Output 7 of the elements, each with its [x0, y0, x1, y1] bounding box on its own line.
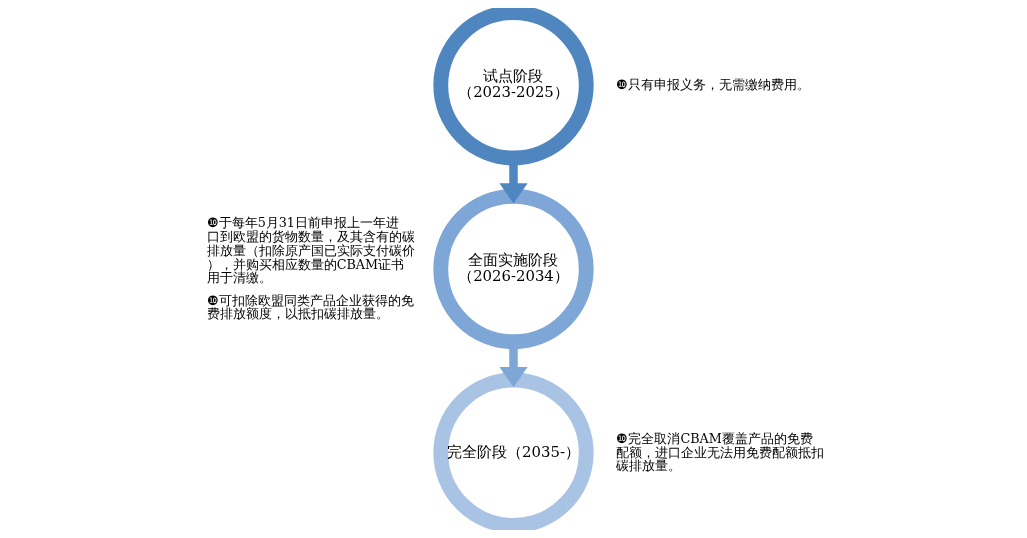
node-circle: 全面实施阶段 （2026-2034）: [433, 188, 594, 350]
node-label: ❿可扣除欧盟同类产品企业获得的免费排放额度，以抵扣碳排放量。: [206, 292, 414, 322]
node-label: ❿于每年5月31日前申报上一年进口到欧盟的货物数量，及其含有的碳排放量（扣除原产国已实际支付碳价），并购买相应数量的CBAM证书用于清缴。: [206, 215, 415, 286]
node-circle: 完全阶段（2035-）: [433, 372, 594, 530]
node-label: ❿只有申报义务，无需缴纳费用。: [616, 77, 811, 93]
node-label: ❿完全取消CBAM覆盖产品的免费配额，进口企业无法用免费配额抵扣碳排放量。: [616, 430, 825, 474]
node-circle: 试点阶段 （2023-2025）: [433, 8, 594, 166]
